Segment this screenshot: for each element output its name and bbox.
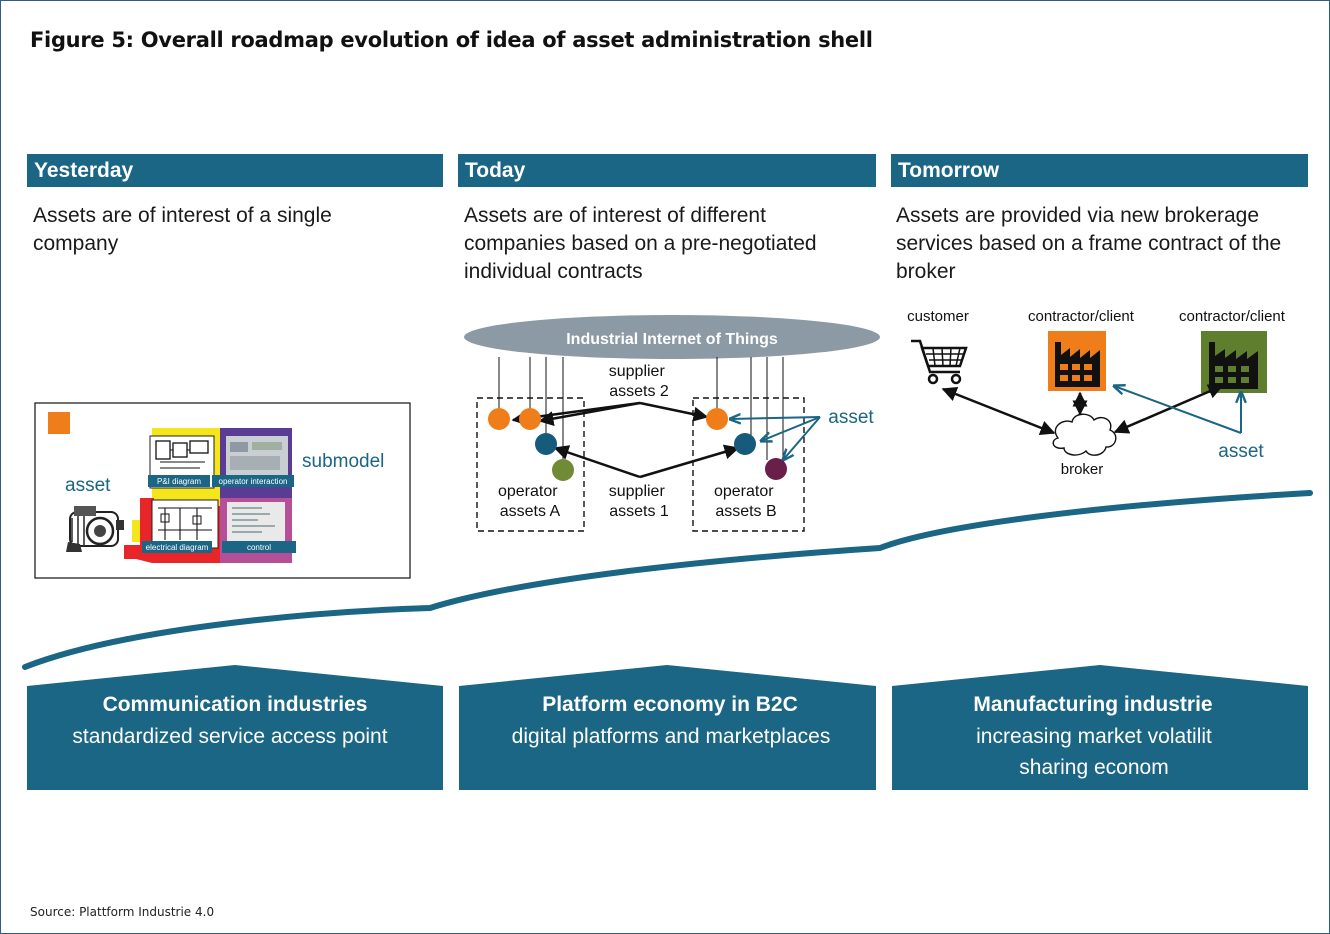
industry-line: standardized service access point xyxy=(72,725,387,748)
asset-node-purple xyxy=(765,458,787,480)
cloud-icon xyxy=(1052,413,1117,456)
era-description-tomorrow: Assets are provided via new brokerage se… xyxy=(896,204,1282,283)
tomorrow-diagram: customer contractor/client contractor/cl… xyxy=(907,308,1286,478)
figure-title: Figure 5: Overall roadmap evolution of i… xyxy=(30,28,873,52)
operator-assets-a-box xyxy=(476,397,585,532)
asset-shell-square xyxy=(48,412,70,434)
asset-node-orange xyxy=(706,408,728,430)
industry-heading-communication: Communication industries xyxy=(103,693,368,716)
era-header-today: Today xyxy=(458,154,876,187)
asset-node-orange xyxy=(519,408,541,430)
operator-assets-b-box xyxy=(692,397,805,532)
tile-electrical-label: electrical diagram xyxy=(146,543,209,552)
industry-line: increasing market volatilit xyxy=(976,725,1212,748)
operator-assets-b-label: operator assets B xyxy=(714,483,778,520)
broker-label: broker xyxy=(1061,461,1104,478)
tile-control-label: control xyxy=(247,543,271,552)
era-header-tomorrow: Tomorrow xyxy=(891,154,1308,187)
industry-line: digital platforms and marketplaces xyxy=(512,725,831,748)
customer-label: customer xyxy=(907,308,969,325)
industry-heading-platform: Platform economy in B2C xyxy=(542,693,798,716)
yesterday-diagram: asset submodel P&I diagram operator inte… xyxy=(34,402,411,579)
supplier-assets-1-label: supplier assets 1 xyxy=(609,483,669,520)
factory-icon xyxy=(1048,331,1106,391)
iiot-cloud xyxy=(464,315,880,359)
industry-panel-communication xyxy=(27,665,443,790)
asset-node-orange xyxy=(488,408,510,430)
source-note: Source: Plattform Industrie 4.0 xyxy=(30,905,215,919)
asset-node-blue xyxy=(734,433,756,455)
supplier-assets-2-label: supplier assets 2 xyxy=(609,363,669,400)
industry-panel-manufacturing xyxy=(892,665,1308,790)
operator-assets-a-label: operator assets A xyxy=(498,483,562,520)
contractor-1-label: contractor/client xyxy=(1028,308,1135,325)
era-header-yesterday: Yesterday xyxy=(27,154,443,187)
industry-line: sharing econom xyxy=(1019,756,1168,779)
industry-panel-platform xyxy=(459,665,876,790)
yesterday-asset-label: asset xyxy=(65,475,111,496)
today-asset-label: asset xyxy=(828,407,874,428)
tile-pi-label: P&I diagram xyxy=(157,477,201,486)
industry-heading-manufacturing: Manufacturing industrie xyxy=(973,693,1212,716)
today-diagram: Industrial Internet of Things supplier a… xyxy=(464,315,880,532)
submodel-label: submodel xyxy=(302,451,384,472)
asset-node-blue xyxy=(535,433,557,455)
asset-node-green xyxy=(552,459,574,481)
tomorrow-asset-label: asset xyxy=(1218,441,1264,462)
factory-icon xyxy=(1201,331,1267,393)
tile-operator-label: operator interaction xyxy=(219,477,288,486)
iiot-label: Industrial Internet of Things xyxy=(566,331,778,348)
motor-icon xyxy=(66,506,124,552)
era-description-today: Assets are of interest of different comp… xyxy=(464,204,817,283)
evolution-curve xyxy=(22,490,1313,670)
contractor-2-label: contractor/client xyxy=(1179,308,1286,325)
era-description-yesterday: Assets are of interest of a single compa… xyxy=(33,204,332,255)
shopping-cart-icon xyxy=(911,339,968,385)
